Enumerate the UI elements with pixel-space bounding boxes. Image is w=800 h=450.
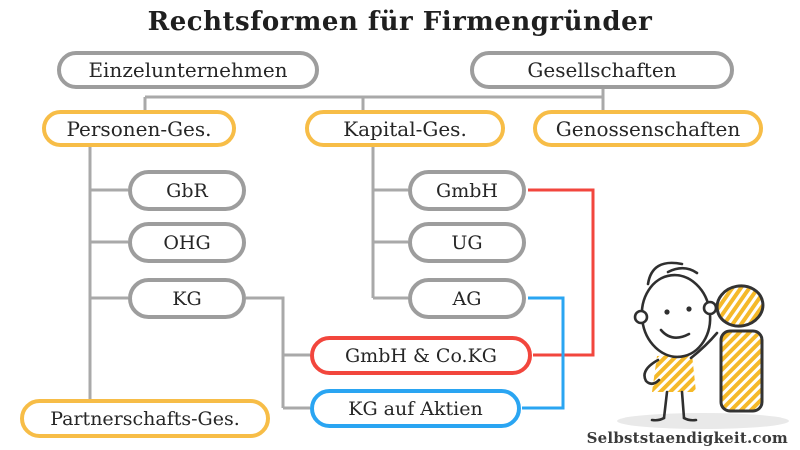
node-kapital-ges: Kapital-Ges. [305, 110, 505, 147]
page-title: Rechtsformen für Firmengründer [147, 7, 653, 37]
figure-leg-right [680, 390, 686, 420]
node-einzelunternehmen: Einzelunternehmen [57, 51, 319, 89]
figure-arm-right [689, 331, 719, 360]
node-partnerschafts-ges: Partnerschafts-Ges. [20, 399, 270, 438]
figure-shirt [652, 354, 696, 392]
figure-ear-right [702, 300, 718, 316]
ground-shadow [617, 413, 789, 429]
figure-eye-right [686, 306, 692, 312]
stick-figure [633, 261, 719, 422]
figure-foot-right [682, 416, 698, 422]
figure-hair [646, 261, 684, 286]
node-gmbh-co-kg: GmbH & Co.KG [310, 336, 532, 375]
figure-smile [659, 328, 691, 339]
figure-ear-left [633, 309, 649, 325]
node-gbr: GbR [128, 170, 246, 211]
node-ug: UG [408, 222, 526, 263]
node-ag: AG [408, 278, 526, 319]
node-gesellschaften: Gesellschaften [470, 51, 734, 89]
node-personen-ges: Personen-Ges. [42, 110, 236, 147]
figure-foot-left [650, 416, 666, 422]
watermark-text: Selbststaendigkeit.com [586, 429, 788, 447]
node-gmbh: GmbH [408, 170, 526, 211]
blue-connector-ag-to-kgaufaktien [522, 296, 565, 410]
node-genossenschaften: Genossenschaften [533, 110, 763, 147]
node-ohg: OHG [128, 222, 246, 263]
doodle-figure-illustration [617, 261, 789, 429]
info-i-icon [715, 284, 765, 413]
node-kg-auf-aktien: KG auf Aktien [310, 389, 521, 428]
red-connector-gmbh-to-gmbhcokg [528, 188, 595, 357]
figure-eye-left [664, 309, 670, 315]
node-kg: KG [128, 278, 246, 319]
gray-connectors [88, 89, 605, 410]
figure-leg-left [662, 390, 669, 420]
figure-hair2 [666, 266, 699, 275]
figure-arm-left [643, 358, 661, 386]
